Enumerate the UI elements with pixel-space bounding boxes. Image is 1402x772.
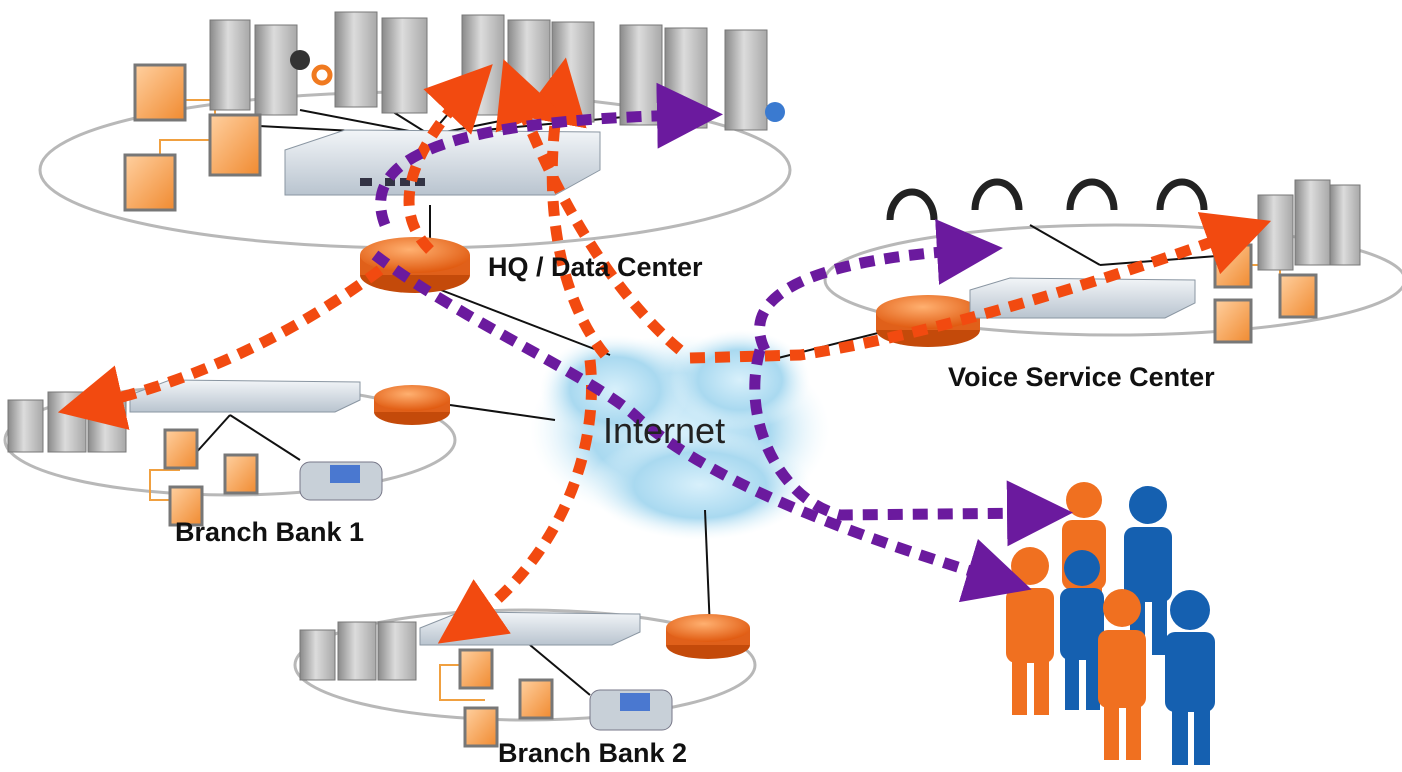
branch1-devices bbox=[7, 379, 383, 527]
branch1-router-icon bbox=[374, 385, 450, 425]
branch2-ring bbox=[293, 608, 757, 722]
internet-label: Internet bbox=[603, 410, 726, 451]
people-group-icon bbox=[1006, 482, 1215, 765]
hq-server-rack bbox=[209, 11, 785, 131]
branch2-devices bbox=[299, 611, 673, 748]
voice-servers bbox=[1257, 179, 1361, 271]
voice-ring bbox=[823, 223, 1402, 337]
headset-icons bbox=[886, 178, 1208, 221]
branch2-label: Branch Bank 2 bbox=[498, 738, 688, 768]
hq-label: HQ / Data Center bbox=[488, 252, 703, 282]
purple-traffic-flows bbox=[371, 82, 1073, 603]
hq-gateway-device bbox=[284, 129, 601, 196]
voice-label: Voice Service Center bbox=[948, 362, 1215, 392]
hq-workstations bbox=[123, 63, 262, 212]
orange-traffic-flows bbox=[57, 57, 1272, 644]
branch1-label: Branch Bank 1 bbox=[175, 517, 365, 547]
branch2-router-icon bbox=[666, 614, 750, 659]
hq-router-icon bbox=[360, 237, 470, 293]
